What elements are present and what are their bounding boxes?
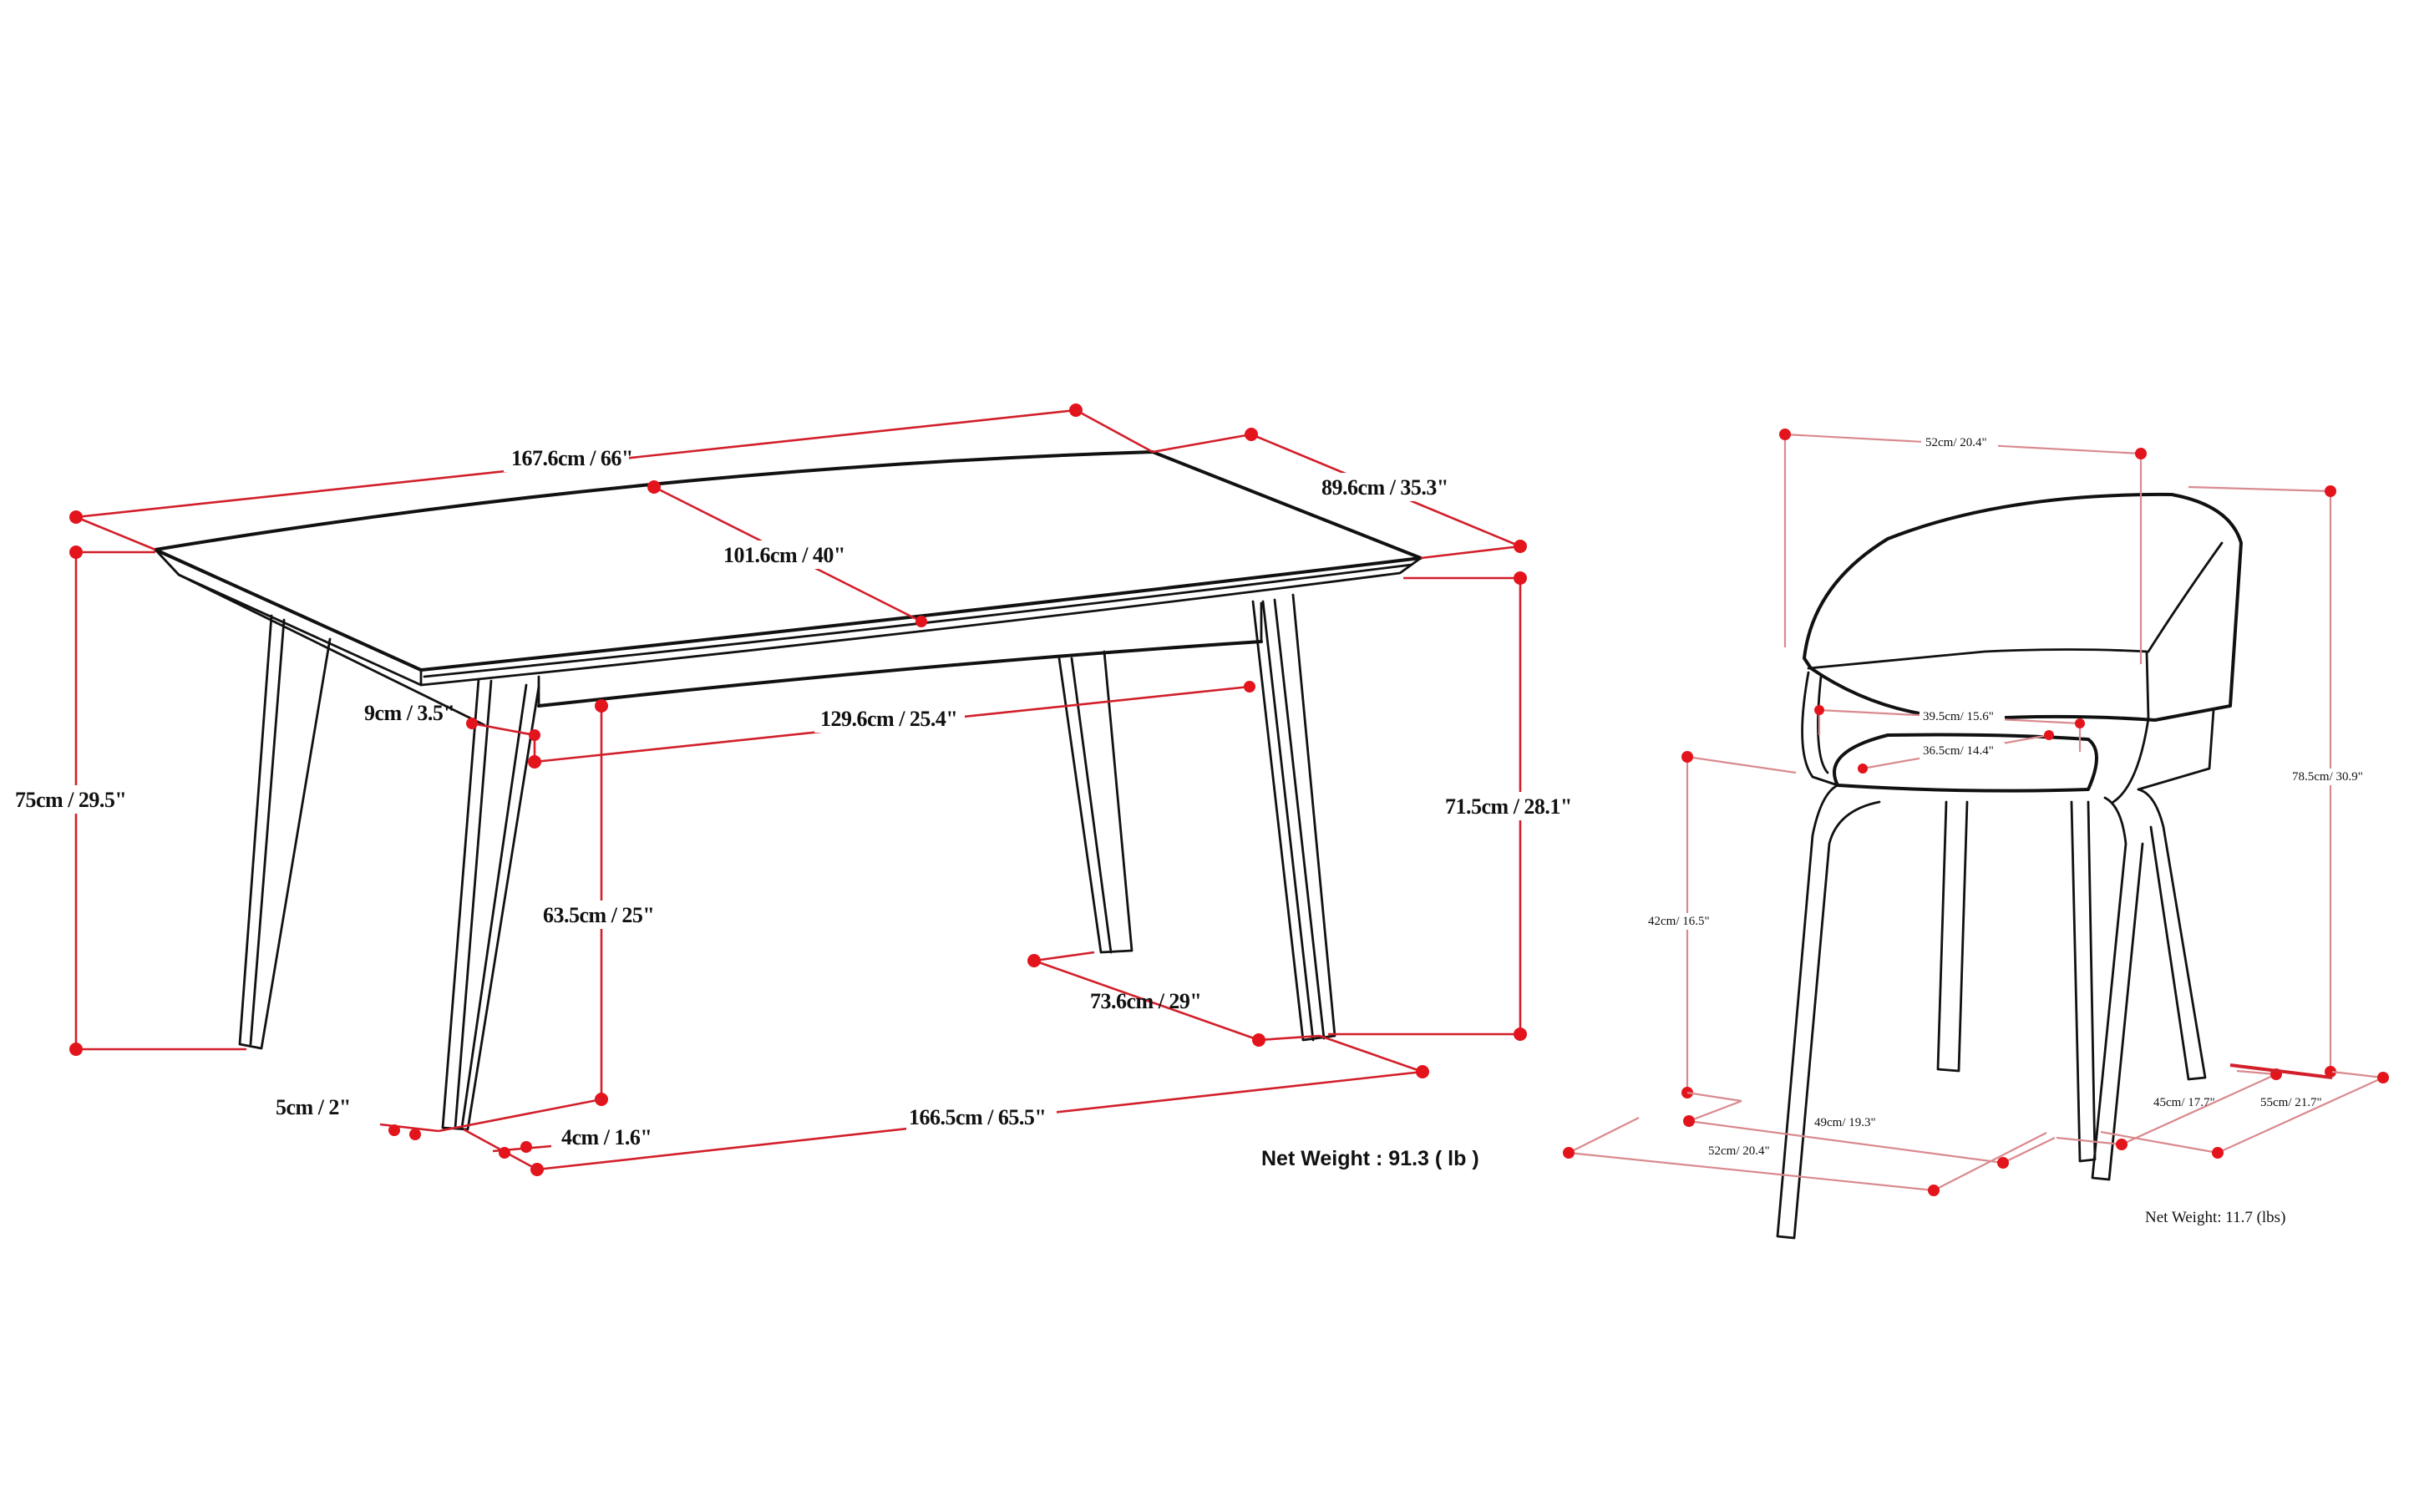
label-table-footprint: 166.5cm / 65.5" — [909, 1105, 1046, 1129]
label-chair-leg-footprint-width: 49cm/ 19.3" — [1814, 1116, 1876, 1129]
table-drawing — [154, 450, 1423, 1131]
chair-leg-back-right — [2137, 788, 2207, 1081]
table-leg-back-left — [238, 614, 332, 1050]
label-table-top-height: 71.5cm / 28.1" — [1445, 794, 1572, 819]
label-chair-seat-height: 42cm/ 16.5" — [1648, 915, 1710, 928]
label-chair-seat-depth: 36.5cm/ 14.4" — [1923, 744, 1994, 758]
chair-arm-right — [2112, 717, 2150, 804]
chair-seat — [1833, 733, 2098, 793]
label-chair-seat-inner-width: 39.5cm/ 15.6" — [1923, 710, 1994, 723]
chair-leg-front-right — [2091, 796, 2144, 1181]
chair-dimension-lines — [1563, 429, 2389, 1196]
label-table-depth: 89.6cm / 35.3" — [1321, 475, 1448, 500]
label-table-clearance: 63.5cm / 25" — [543, 903, 654, 927]
label-table-leg-width: 5cm / 2" — [276, 1095, 351, 1119]
label-table-diagonal: 101.6cm / 40" — [723, 543, 845, 567]
chair-arm-left — [1801, 671, 1839, 787]
label-chair-top-width: 52cm/ 20.4" — [1925, 436, 1987, 449]
label-table-leg-thickness: 4cm / 1.6" — [561, 1125, 652, 1149]
table-apron-left — [177, 573, 486, 727]
table-top-edge — [154, 548, 1423, 687]
table-dimension-labels: 167.6cm / 66" 89.6cm / 35.3" 101.6cm / 4… — [15, 444, 1591, 1170]
label-chair-leg-footprint-depth: 45cm/ 17.7" — [2153, 1096, 2215, 1109]
table-leg-front-right — [1251, 593, 1336, 1042]
dimension-point — [69, 510, 83, 524]
label-table-length: 167.6cm / 66" — [511, 446, 633, 470]
table-leg-back-right — [1057, 650, 1133, 954]
label-chair-overall-depth: 55cm/ 21.7" — [2260, 1096, 2322, 1109]
label-table-leg-depth: 73.6cm / 29" — [1090, 989, 1201, 1013]
chair-leg-back-left — [1936, 800, 1969, 1073]
chair-leg-back-center — [2070, 800, 2097, 1163]
table-apron-front — [537, 640, 1263, 708]
label-chair-base-width: 52cm/ 20.4" — [1708, 1144, 1770, 1158]
table-leg-front-left — [441, 677, 540, 1131]
table-dimension-lines — [69, 403, 1527, 1176]
label-table-overall-height: 75cm / 29.5" — [15, 788, 126, 812]
chair-leg-front-left — [1776, 784, 1881, 1240]
label-table-inner-span: 129.6cm / 25.4" — [820, 707, 957, 731]
chair-net-weight: Net Weight: 11.7 (lbs) — [2145, 1209, 2285, 1226]
chair-dimension-labels: 52cm/ 20.4" 39.5cm/ 15.6" 36.5cm/ 14.4" … — [1646, 434, 2376, 1226]
chair-backrest — [1803, 492, 2243, 722]
label-table-apron: 9cm / 3.5" — [364, 701, 454, 725]
label-chair-overall-height: 78.5cm/ 30.9" — [2292, 770, 2363, 784]
table-net-weight: Net Weight : 91.3 ( lb ) — [1261, 1147, 1479, 1170]
